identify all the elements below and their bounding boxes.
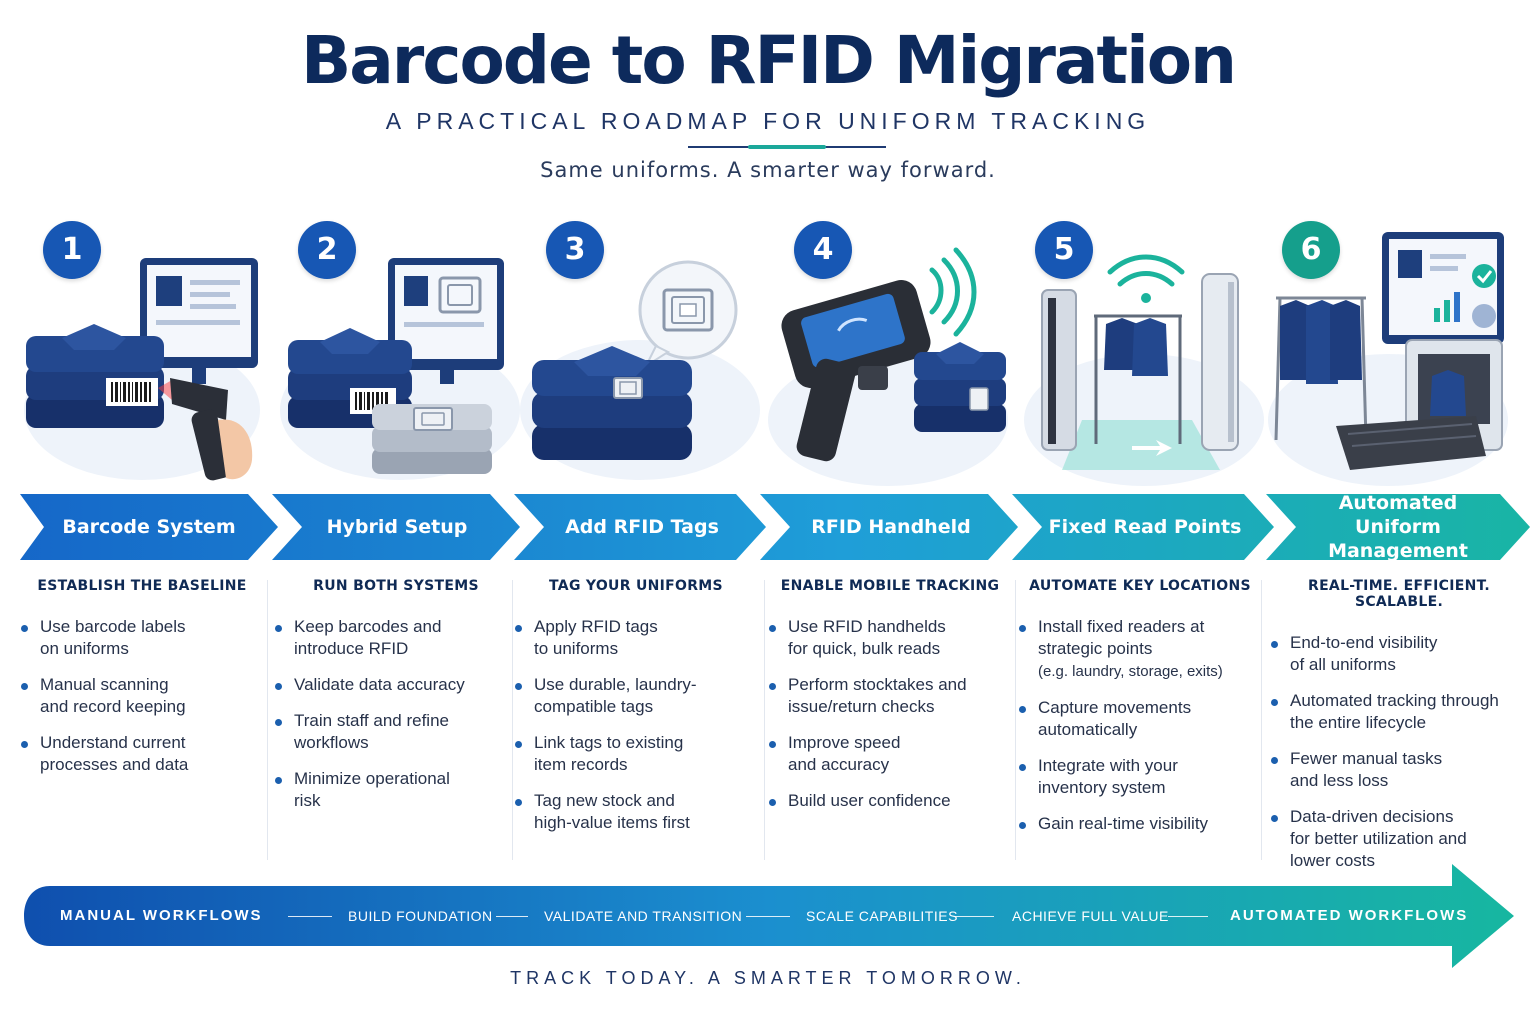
progress-labels: MANUAL WORKFLOWS BUILD FOUNDATION VALIDA… — [24, 890, 1466, 942]
step-3-bullet: Link tags to existing item records — [512, 732, 702, 776]
chevron-step-3 — [514, 494, 766, 560]
progress-connector — [1168, 916, 1208, 917]
automated-conveyor-icon — [1266, 220, 1510, 488]
progress-phase: VALIDATE AND TRANSITION — [544, 908, 743, 924]
step-3-bullet: Use durable, laundry-compatible tags — [512, 674, 712, 718]
step-3-name: Add RFID Tags — [565, 516, 719, 538]
progress-connector — [954, 916, 994, 917]
step-6-bullet: Fewer manual tasks and less loss — [1268, 748, 1448, 792]
step-5-name: Fixed Read Points — [1048, 516, 1242, 538]
step-2-bullet: Minimize operational risk — [272, 768, 472, 812]
step-3-bullet: Tag new stock and high-value items first — [512, 790, 712, 834]
progress-phase: BUILD FOUNDATION — [348, 908, 493, 924]
step-5-bullet: Capture movements automatically — [1016, 697, 1216, 741]
chevron-step-4 — [760, 494, 1018, 560]
column-divider — [512, 580, 513, 860]
page-tagline: Same uniforms. A smarter way forward. — [540, 158, 996, 182]
progress-end: AUTOMATED WORKFLOWS — [1230, 907, 1469, 924]
chevron-step-1 — [20, 494, 278, 560]
step-6-bullet: End-to-end visibility of all uniforms — [1268, 632, 1448, 676]
step-4-name: RFID Handheld — [811, 516, 971, 538]
column-divider — [1261, 580, 1262, 860]
step-3-number: 3 — [546, 221, 604, 279]
step-1-bullet: Understand current processes and data — [18, 732, 218, 776]
progress-connector — [496, 916, 528, 917]
progress-connector — [746, 916, 790, 917]
step-2-bullet: Validate data accuracy — [272, 674, 502, 696]
step-1-bullet: Use barcode labels on uniforms — [18, 616, 188, 660]
step-1-name: Barcode System — [62, 516, 236, 538]
step-1-heading: ESTABLISH THE BASELINE — [37, 578, 247, 594]
step-4-bullet: Use RFID handhelds for quick, bulk reads — [766, 616, 956, 660]
footer-slogan: TRACK TODAY. A SMARTER TOMORROW. — [510, 968, 1026, 988]
progress-connector — [288, 916, 332, 917]
progress-phase: ACHIEVE FULL VALUE — [1012, 908, 1169, 924]
step-2-bullet: Train staff and refine workflows — [272, 710, 472, 754]
step-1-bullet: Manual scanning and record keeping — [18, 674, 198, 718]
step-2-heading: RUN BOTH SYSTEMS — [313, 578, 479, 594]
step-5-bullet: Install fixed readers at strategic point… — [1016, 616, 1246, 683]
step-5-bullet-text: Install fixed readers at strategic point… — [1038, 617, 1205, 658]
step-1-number: 1 — [43, 221, 101, 279]
step-3-bullet: Apply RFID tags to uniforms — [512, 616, 672, 660]
step-chevron-band — [20, 494, 1530, 560]
step-2-details: RUN BOTH SYSTEMS Keep barcodes and intro… — [272, 578, 520, 826]
step-2-name: Hybrid Setup — [326, 516, 468, 538]
rfid-handheld-icon — [766, 220, 1010, 488]
step-4-bullet: Improve speed and accuracy — [766, 732, 926, 776]
chevron-step-5 — [1012, 494, 1274, 560]
page-title: Barcode to RFID Migration — [300, 22, 1237, 99]
hybrid-tags-icon — [276, 220, 520, 488]
step-6-details: REAL-TIME. EFFICIENT. SCALABLE. End-to-e… — [1268, 578, 1530, 886]
step-2-bullet: Keep barcodes and introduce RFID — [272, 616, 452, 660]
chevron-step-6 — [1266, 494, 1530, 560]
step-6-number: 6 — [1282, 221, 1340, 279]
step-5-details: AUTOMATE KEY LOCATIONS Install fixed rea… — [1016, 578, 1264, 849]
chevron-step-2 — [272, 494, 520, 560]
column-divider — [1015, 580, 1016, 860]
step-4-number: 4 — [794, 221, 852, 279]
step-5-heading: AUTOMATE KEY LOCATIONS — [1029, 578, 1251, 594]
step-6-heading: REAL-TIME. EFFICIENT. SCALABLE. — [1307, 578, 1490, 610]
step-6-name: Automated Uniform Management — [1328, 492, 1468, 562]
title-divider — [688, 145, 886, 149]
step-1-details: ESTABLISH THE BASELINE Use barcode label… — [18, 578, 266, 790]
step-5-bullet-note: (e.g. laundry, storage, exits) — [1038, 663, 1223, 680]
step-5-bullet: Gain real-time visibility — [1016, 813, 1236, 835]
barcode-scanner-icon — [22, 220, 266, 488]
step-5-bullet: Integrate with your inventory system — [1016, 755, 1196, 799]
step-6-bullet: Automated tracking through the entire li… — [1268, 690, 1508, 734]
step-4-bullet: Perform stocktakes and issue/return chec… — [766, 674, 986, 718]
column-divider — [267, 580, 268, 860]
step-5-number: 5 — [1035, 221, 1093, 279]
step-3-heading: TAG YOUR UNIFORMS — [549, 578, 723, 594]
step-4-bullet: Build user confidence — [766, 790, 986, 812]
progress-start: MANUAL WORKFLOWS — [60, 907, 263, 924]
step-3-details: TAG YOUR UNIFORMS Apply RFID tags to uni… — [512, 578, 760, 848]
column-divider — [764, 580, 765, 860]
rfid-tag-icon — [518, 220, 762, 488]
step-4-details: ENABLE MOBILE TRACKING Use RFID handheld… — [766, 578, 1014, 826]
fixed-reader-gate-icon — [1022, 220, 1266, 488]
page-subtitle: A PRACTICAL ROADMAP FOR UNIFORM TRACKING — [385, 108, 1151, 134]
step-6-bullet: Data-driven decisions for better utiliza… — [1268, 806, 1468, 872]
step-4-heading: ENABLE MOBILE TRACKING — [780, 578, 1000, 594]
step-2-number: 2 — [298, 221, 356, 279]
progress-phase: SCALE CAPABILITIES — [806, 908, 958, 924]
